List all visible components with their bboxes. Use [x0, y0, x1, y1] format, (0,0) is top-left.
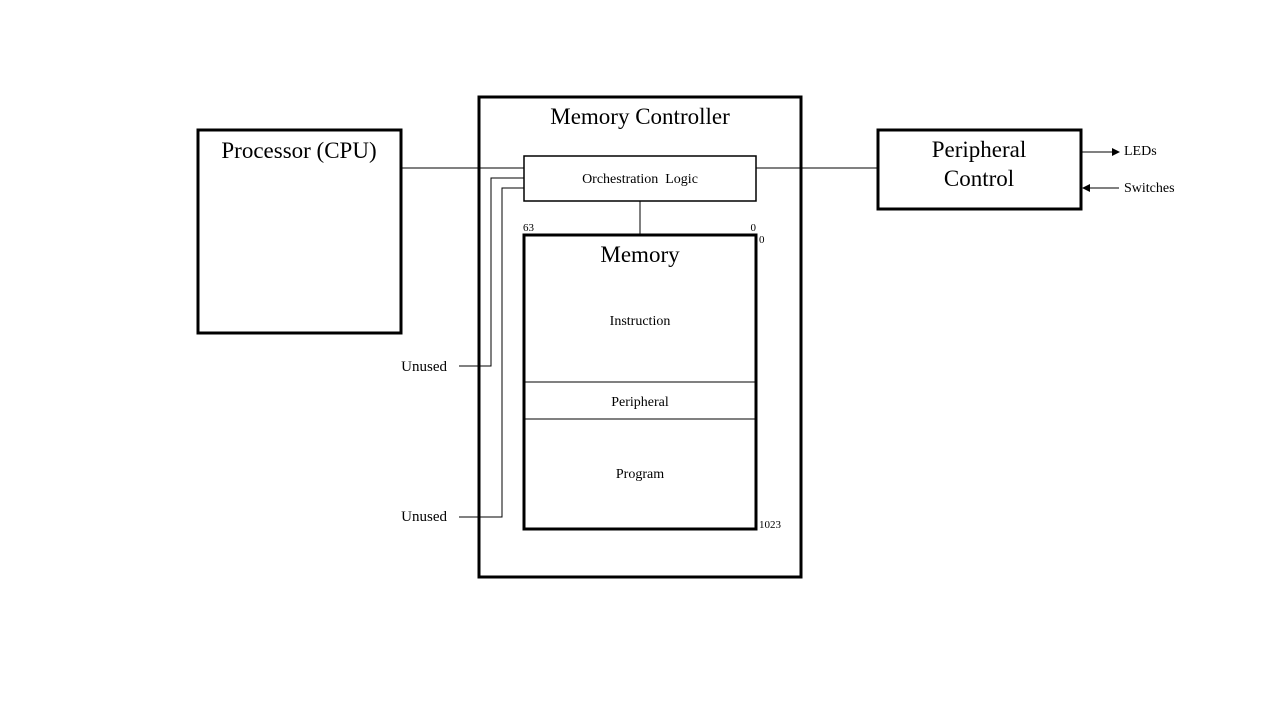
memory-controller-title: Memory Controller [550, 104, 730, 129]
orchestration-logic-label: Orchestration Logic [582, 172, 698, 187]
unused-label-1: Unused [401, 359, 447, 375]
cpu-box [196, 128, 403, 335]
memory-block: Memory 63 0 0 1023 Instruction Periphera… [522, 222, 782, 531]
peripheral-control-box [876, 128, 1083, 211]
memory-bit-low: 0 [751, 222, 757, 234]
memory-region-instruction: Instruction [610, 314, 671, 329]
cpu-title: Processor (CPU) [221, 138, 376, 163]
peripheral-control-title-line1: Peripheral [932, 137, 1027, 162]
connections [401, 167, 878, 518]
memory-controller-box [477, 95, 803, 579]
unused-port-line-2 [459, 187, 524, 518]
memory-controller-block: Memory Controller [477, 95, 803, 579]
memory-region-peripheral: Peripheral [611, 395, 669, 410]
unused-label-2: Unused [401, 509, 447, 525]
unused-port-line-1 [459, 177, 524, 367]
leds-label: LEDs [1124, 144, 1157, 159]
memory-address-start: 0 [759, 234, 765, 246]
peripheral-control-block: Peripheral Control [876, 128, 1083, 211]
memory-bit-high: 63 [523, 222, 535, 234]
cpu-block: Processor (CPU) [196, 128, 403, 335]
peripheral-control-title-line2: Control [944, 166, 1014, 191]
switches-label: Switches [1124, 181, 1175, 196]
orchestration-logic-block: Orchestration Logic [523, 155, 757, 202]
memory-region-program: Program [616, 467, 664, 482]
memory-title: Memory [600, 242, 680, 267]
io-signals: LEDs Switches [1081, 144, 1175, 196]
memory-address-end: 1023 [759, 519, 782, 531]
